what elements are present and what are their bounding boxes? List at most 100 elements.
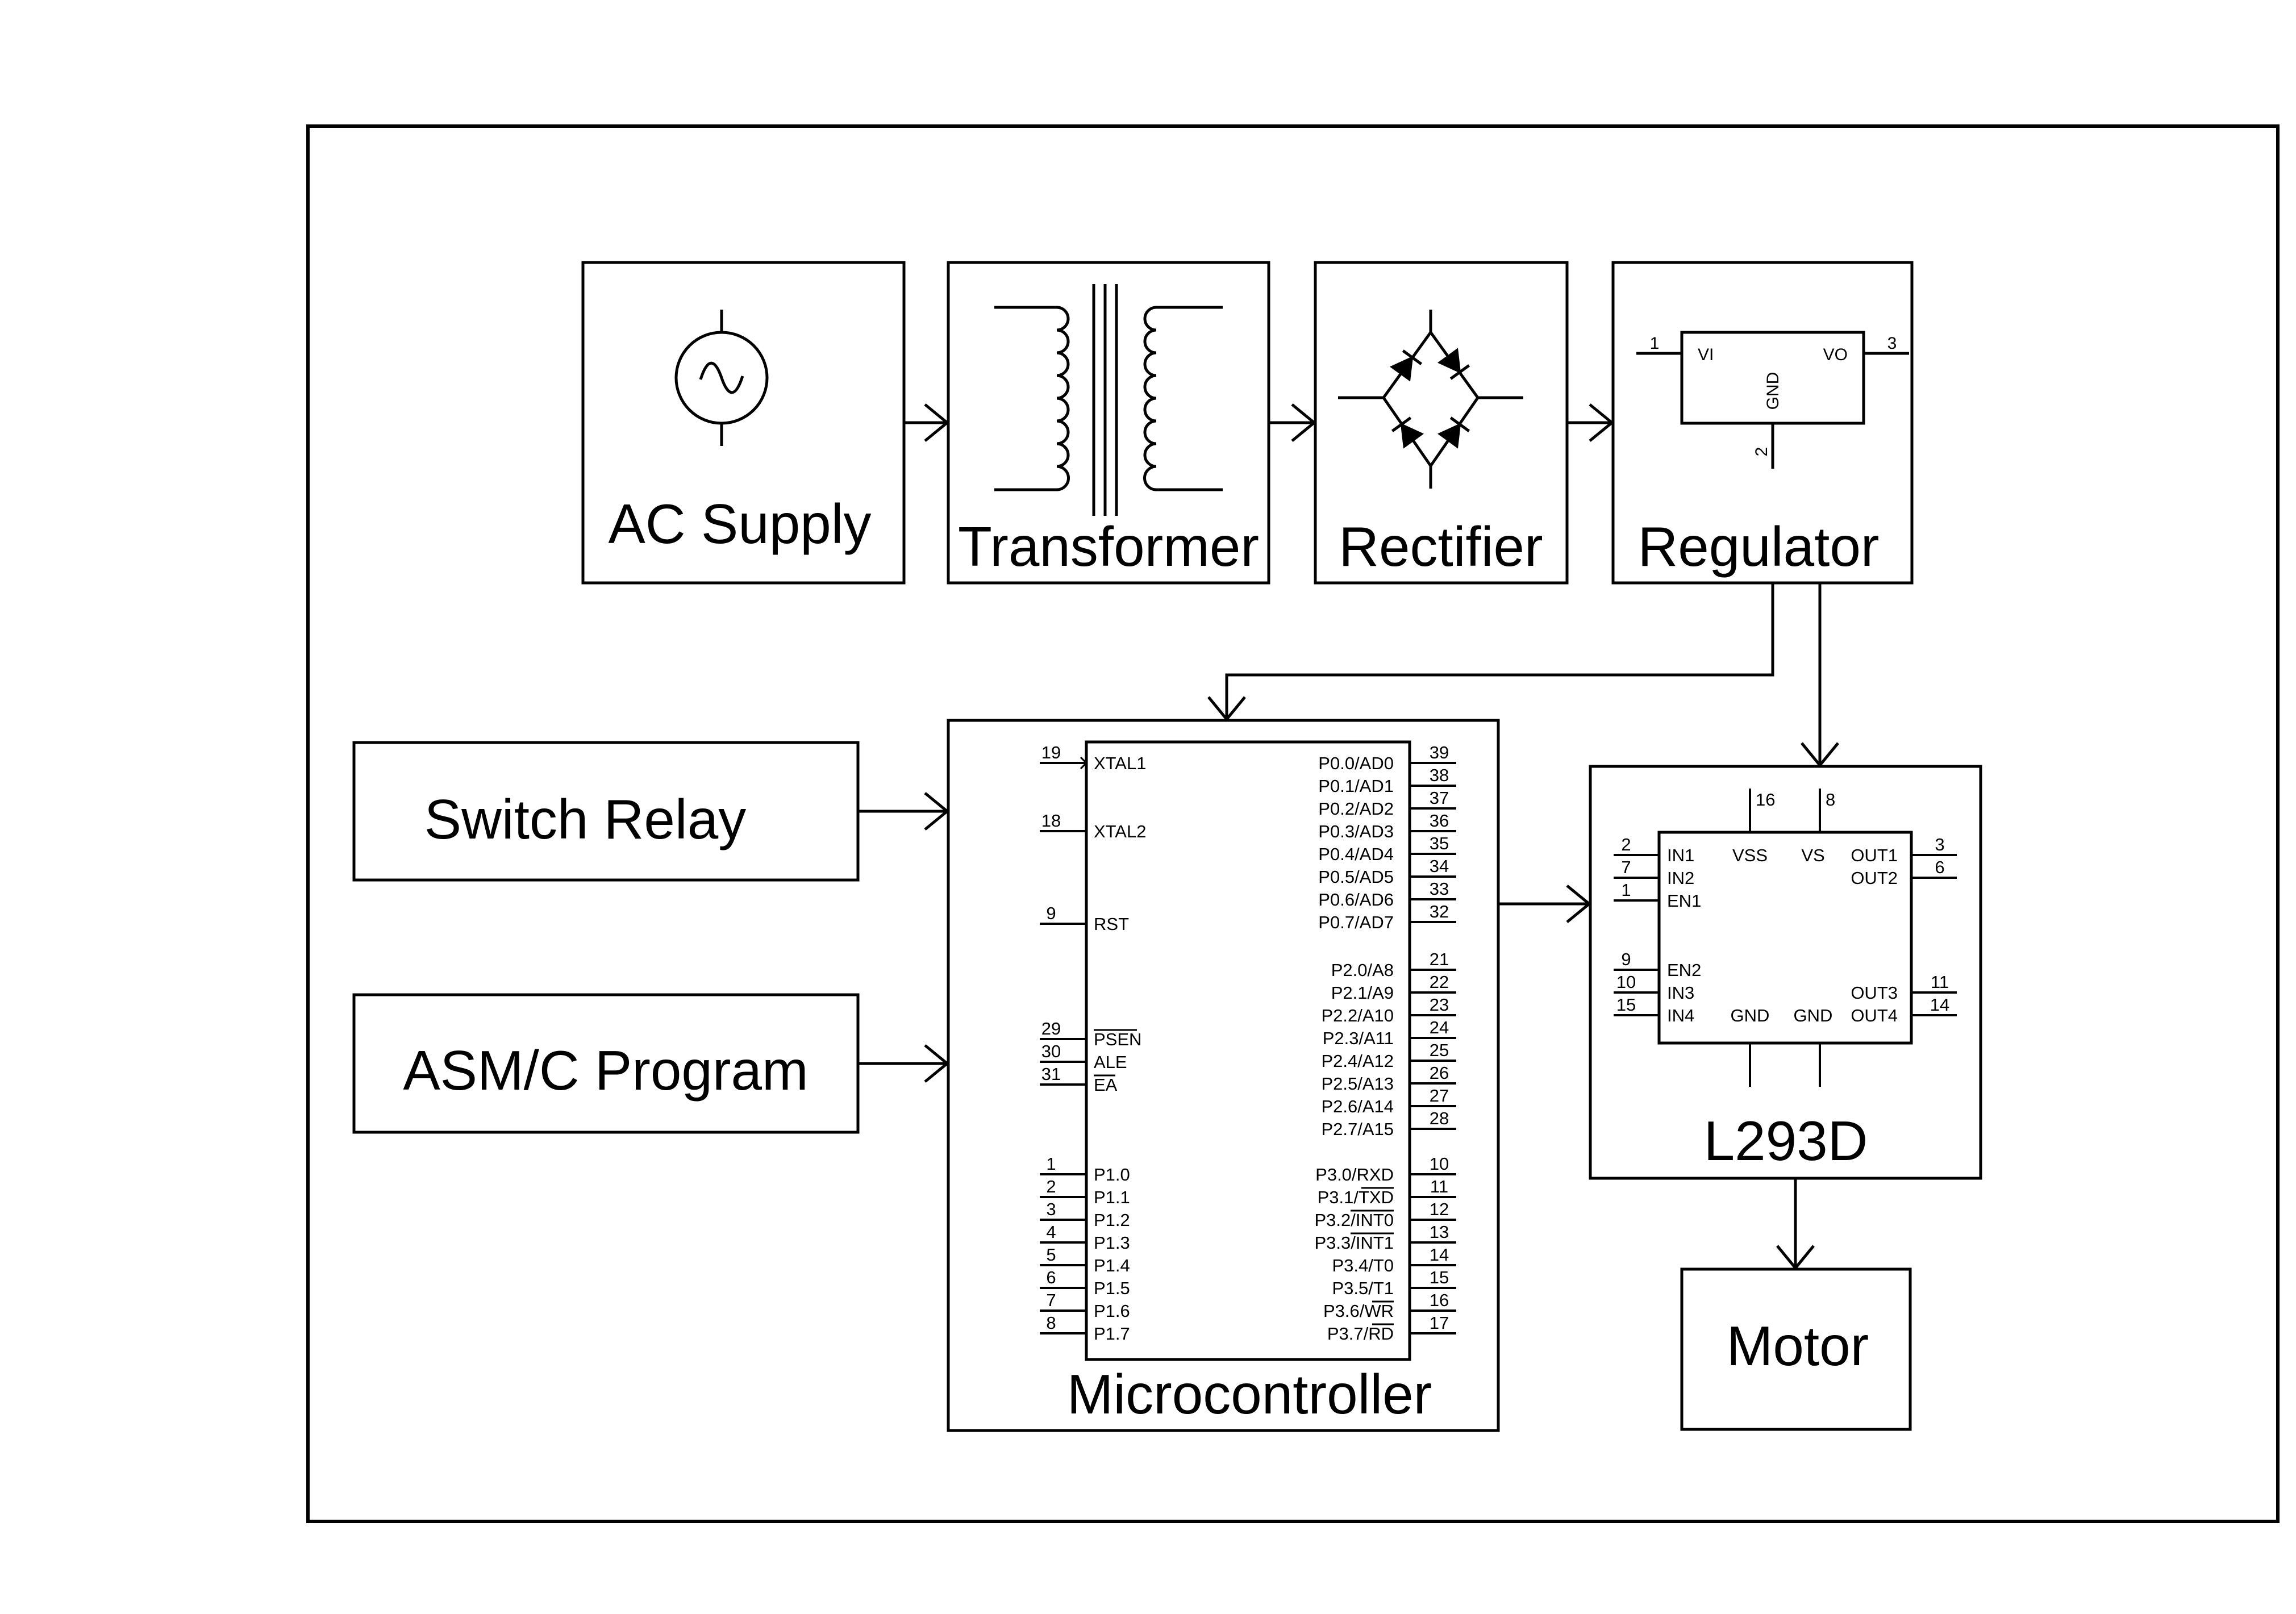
pin-name: EN1	[1667, 891, 1701, 911]
pin-number: 1	[1621, 880, 1631, 900]
pin-name: P0.6/AD6	[1318, 890, 1394, 910]
pin-name: P3.6/WR	[1323, 1301, 1394, 1321]
l293d-label: L293D	[1704, 1110, 1868, 1172]
arrowhead	[1207, 696, 1246, 721]
pin-number: 34	[1430, 856, 1449, 876]
mcu-pin-p1-3: 4P1.3	[1040, 1222, 1130, 1253]
pin-number: 10	[1616, 972, 1636, 992]
arrow-regulator-to-mcu	[1225, 583, 1774, 719]
pin-number: 28	[1430, 1108, 1449, 1128]
mcu-pin-p1-1: 2P1.1	[1040, 1177, 1130, 1207]
pin-number: 33	[1430, 879, 1449, 899]
pin-name: OUT3	[1851, 983, 1898, 1003]
pin-number: 9	[1621, 949, 1631, 969]
pin-name: P0.1/AD1	[1318, 776, 1394, 796]
pin-number: 21	[1430, 949, 1449, 969]
microcontroller-block: 19XTAL118XTAL29RST29PSEN30ALE31EA1P1.02P…	[947, 719, 1500, 1432]
pin-number: 11	[1931, 972, 1949, 992]
pin-number: 10	[1430, 1154, 1449, 1174]
mcu-pins: 19XTAL118XTAL29RST29PSEN30ALE31EA1P1.02P…	[1040, 743, 1456, 1344]
pin-number: 39	[1430, 743, 1449, 762]
asm-program-label: ASM/C Program	[403, 1039, 808, 1102]
reg-vo-label: VO	[1823, 345, 1848, 364]
pin-number: 15	[1616, 995, 1636, 1015]
pin-number: 26	[1430, 1063, 1449, 1083]
pin-name: ALE	[1094, 1052, 1127, 1072]
pin-name: P3.3/INT1	[1314, 1233, 1394, 1253]
l293d-pin-gnd: GND	[1794, 1006, 1832, 1087]
pin-number: 17	[1430, 1313, 1449, 1333]
pin-name: P2.5/A13	[1321, 1074, 1394, 1094]
pin-name: OUT1	[1851, 845, 1898, 865]
mcu-pin-p1-5: 6P1.5	[1040, 1267, 1130, 1298]
diode-bridge-icon	[1338, 310, 1523, 489]
pin-number: 12	[1430, 1199, 1449, 1219]
pin-number: 25	[1430, 1040, 1449, 1060]
pin-name: P0.5/AD5	[1318, 867, 1394, 887]
pin-name: P1.1	[1094, 1187, 1130, 1207]
pin-name: P1.0	[1094, 1165, 1130, 1185]
l293d-pin-gnd: GND	[1731, 1006, 1769, 1087]
pin-name: P1.4	[1094, 1256, 1130, 1275]
pin-name: EN2	[1667, 960, 1701, 980]
pin-name: P0.4/AD4	[1318, 844, 1394, 864]
pin-number: 2	[1046, 1177, 1056, 1196]
mcu-pin-p1-7: 8P1.7	[1040, 1313, 1130, 1344]
pin-number: 7	[1046, 1290, 1056, 1310]
pin-number: 23	[1430, 995, 1449, 1015]
pin-name: IN2	[1667, 868, 1694, 888]
pin-name: VSS	[1732, 845, 1768, 865]
pin-name: VS	[1801, 845, 1824, 865]
pin-name: P3.1/TXD	[1318, 1187, 1394, 1207]
regulator-block: 1 VI VO 3 GND 2 Regulator	[1611, 261, 1914, 585]
mcu-pin-p1-6: 7P1.6	[1040, 1290, 1130, 1321]
rectifier-label: Rectifier	[1339, 515, 1543, 578]
pin-number: 6	[1046, 1267, 1056, 1287]
pin-name: XTAL2	[1094, 821, 1146, 841]
pin-number: 8	[1826, 790, 1835, 810]
l293d-chip	[1657, 831, 1913, 1045]
arrowhead	[924, 1044, 949, 1083]
arrowhead	[924, 403, 949, 442]
pin-name: P2.3/A11	[1323, 1028, 1394, 1048]
pin-number: 14	[1930, 995, 1949, 1015]
pin-name: OUT4	[1851, 1006, 1898, 1025]
pin-number: 37	[1430, 788, 1449, 808]
pin-number: 7	[1621, 857, 1631, 877]
outer-frame	[306, 124, 2280, 1523]
pin-number: 8	[1046, 1313, 1056, 1333]
pin-name: P0.7/AD7	[1318, 912, 1394, 932]
pin-name: PSEN	[1094, 1029, 1141, 1049]
pin-name: P0.2/AD2	[1318, 799, 1394, 819]
arrowhead	[1566, 885, 1591, 923]
pin-name: P1.3	[1094, 1233, 1130, 1253]
pin-number: 38	[1430, 765, 1449, 785]
pin-name: P2.0/A8	[1331, 960, 1394, 980]
connections	[858, 403, 1839, 1270]
regulator-label: Regulator	[1638, 515, 1880, 578]
pin-name: P2.4/A12	[1321, 1051, 1394, 1071]
ac-supply-block: AC Supply	[581, 261, 906, 585]
pin-number: 9	[1046, 903, 1056, 923]
reg-gnd-num: 2	[1752, 447, 1771, 457]
